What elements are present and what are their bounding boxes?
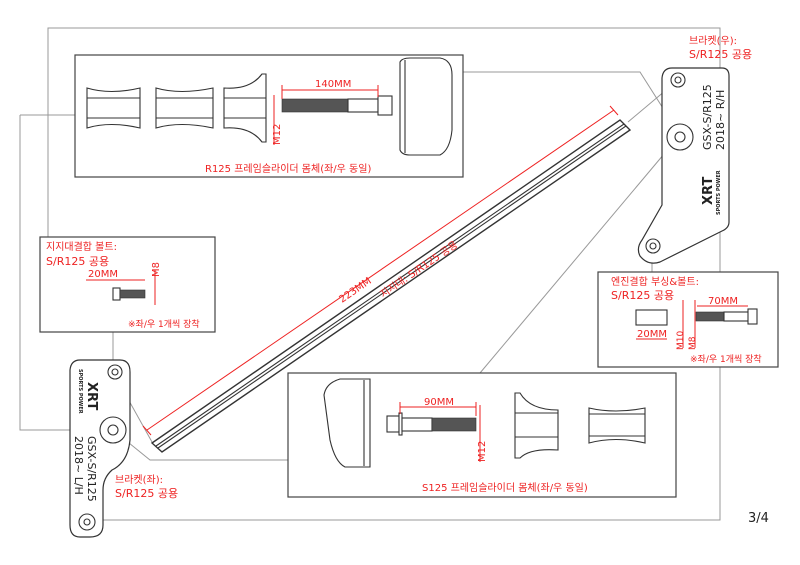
support-bolt-note: ※좌/우 1개씩 장착 [128, 319, 200, 330]
right-bracket-title: 브라켓(우): [689, 35, 737, 47]
engine-bushing-box: 엔진결합 부싱&볼트: S/R125 공용 70MM 20MM M10 M8 ※… [597, 271, 779, 368]
right-bracket-model: GSX-S/R125 [701, 84, 714, 150]
top-bolt-thread: M12 [272, 124, 283, 145]
slider-cap [323, 378, 371, 468]
left-bracket-subtitle: S/R125 공용 [115, 487, 178, 500]
flange-spacer [223, 73, 267, 143]
right-bracket: GSX-S/R125 2018~ R/H XRT SPORTS POWER 브라… [637, 35, 752, 264]
left-bracket-logo: XRT [84, 382, 99, 410]
support-bolt-title: 지지대결합 볼트: [46, 241, 117, 253]
spacer-1 [86, 87, 141, 129]
page-number: 3/4 [748, 511, 769, 526]
top-bolt-length: 140MM [315, 79, 351, 90]
spacer-2 [155, 87, 214, 129]
right-bracket-logo: XRT [701, 177, 716, 205]
support-bolt-subtitle: S/R125 공용 [46, 255, 109, 268]
engine-bolt-length: 70MM [708, 296, 738, 307]
engine-bushing-title: 엔진결합 부싱&볼트: [611, 276, 699, 288]
left-bracket-model: GSX-S/R125 [85, 436, 98, 502]
bottom-panel-caption: S125 프레임슬라이더 몸체(좌/우 동일) [422, 481, 588, 494]
engine-bushing-subtitle: S/R125 공용 [611, 289, 674, 302]
slider-cap [399, 57, 453, 156]
support-bolt-thread: M8 [151, 262, 162, 277]
support-bolt-length: 20MM [88, 269, 118, 280]
top-panel-r125-slider: 140MM M12 R125 프레임슬라이더 몸체(좌/우 동일) [74, 54, 464, 178]
engine-bolt-thread: M8 [688, 336, 698, 350]
left-bracket-logo-sub: SPORTS POWER [77, 369, 83, 414]
left-bracket-title: 브라켓(좌): [115, 474, 163, 486]
bolt-140mm [281, 95, 393, 116]
left-bracket-spec: 2018~ L/H [72, 436, 85, 495]
bushing-dia: M10 [676, 331, 686, 350]
engine-bushing-note: ※좌/우 1개씩 장착 [690, 354, 762, 365]
flange-spacer [514, 392, 559, 459]
support-bolt-box: 지지대결합 볼트: S/R125 공용 20MM M8 ※좌/우 1개씩 장착 [39, 236, 216, 333]
bottom-panel-s125-slider: 90MM M12 S125 프레임슬라이더 몸체(좌/우 동일) [287, 372, 677, 498]
bushing-length: 20MM [637, 329, 667, 340]
spacer [588, 407, 646, 444]
bottom-bolt-thread: M12 [477, 441, 488, 462]
left-bracket: XRT SPORTS POWER GSX-S/R125 2018~ L/H 브라… [69, 359, 178, 538]
leader-lines [19, 27, 721, 521]
right-bracket-spec: 2018~ R/H [714, 90, 727, 150]
bolt-90mm [386, 412, 477, 436]
right-bracket-logo-sub: SPORTS POWER [716, 170, 722, 215]
right-bracket-subtitle: S/R125 공용 [689, 48, 752, 61]
bottom-bolt-length: 90MM [424, 397, 454, 408]
support-bar-label: 지지대: S/R125 공용 [378, 239, 460, 301]
top-panel-caption: R125 프레임슬라이더 몸체(좌/우 동일) [205, 162, 371, 175]
